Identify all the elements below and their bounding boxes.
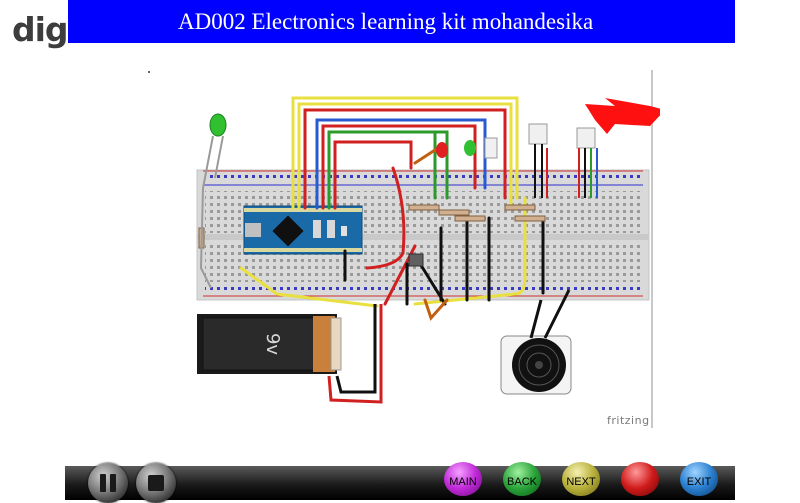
- flame-sensor: [585, 98, 660, 134]
- exit-label: EXIT: [686, 476, 712, 488]
- red-button[interactable]: [621, 462, 659, 496]
- led-row: [436, 123, 598, 198]
- back-button[interactable]: BACK: [503, 462, 541, 496]
- next-button[interactable]: NEXT: [562, 462, 600, 496]
- exit-button[interactable]: EXIT: [680, 462, 718, 496]
- logo-text-digi: digi: [12, 10, 79, 49]
- circuit-diagram: 9v: [145, 68, 660, 433]
- pause-button[interactable]: [88, 463, 128, 503]
- green-led: [199, 113, 227, 289]
- fritzing-watermark: fritzing: [607, 414, 650, 427]
- next-label: NEXT: [566, 476, 596, 488]
- battery-9v: 9v: [197, 304, 383, 404]
- title-bar: AD002 Electronics learning kit mohandesi…: [68, 0, 735, 43]
- breadboard: [196, 169, 650, 301]
- stop-icon: [136, 463, 176, 503]
- pause-icon: [88, 463, 128, 503]
- stop-button[interactable]: [136, 463, 176, 503]
- buzzer: [500, 289, 572, 395]
- control-bar: MAIN BACK NEXT EXIT: [65, 462, 735, 503]
- main-label: MAIN: [449, 476, 477, 488]
- main-button[interactable]: MAIN: [444, 462, 482, 496]
- arduino-nano: [243, 205, 363, 255]
- transistor: [408, 253, 424, 267]
- page-title: AD002 Electronics learning kit mohandesi…: [178, 9, 594, 34]
- back-label: BACK: [507, 476, 537, 488]
- battery-label: 9v: [262, 333, 283, 355]
